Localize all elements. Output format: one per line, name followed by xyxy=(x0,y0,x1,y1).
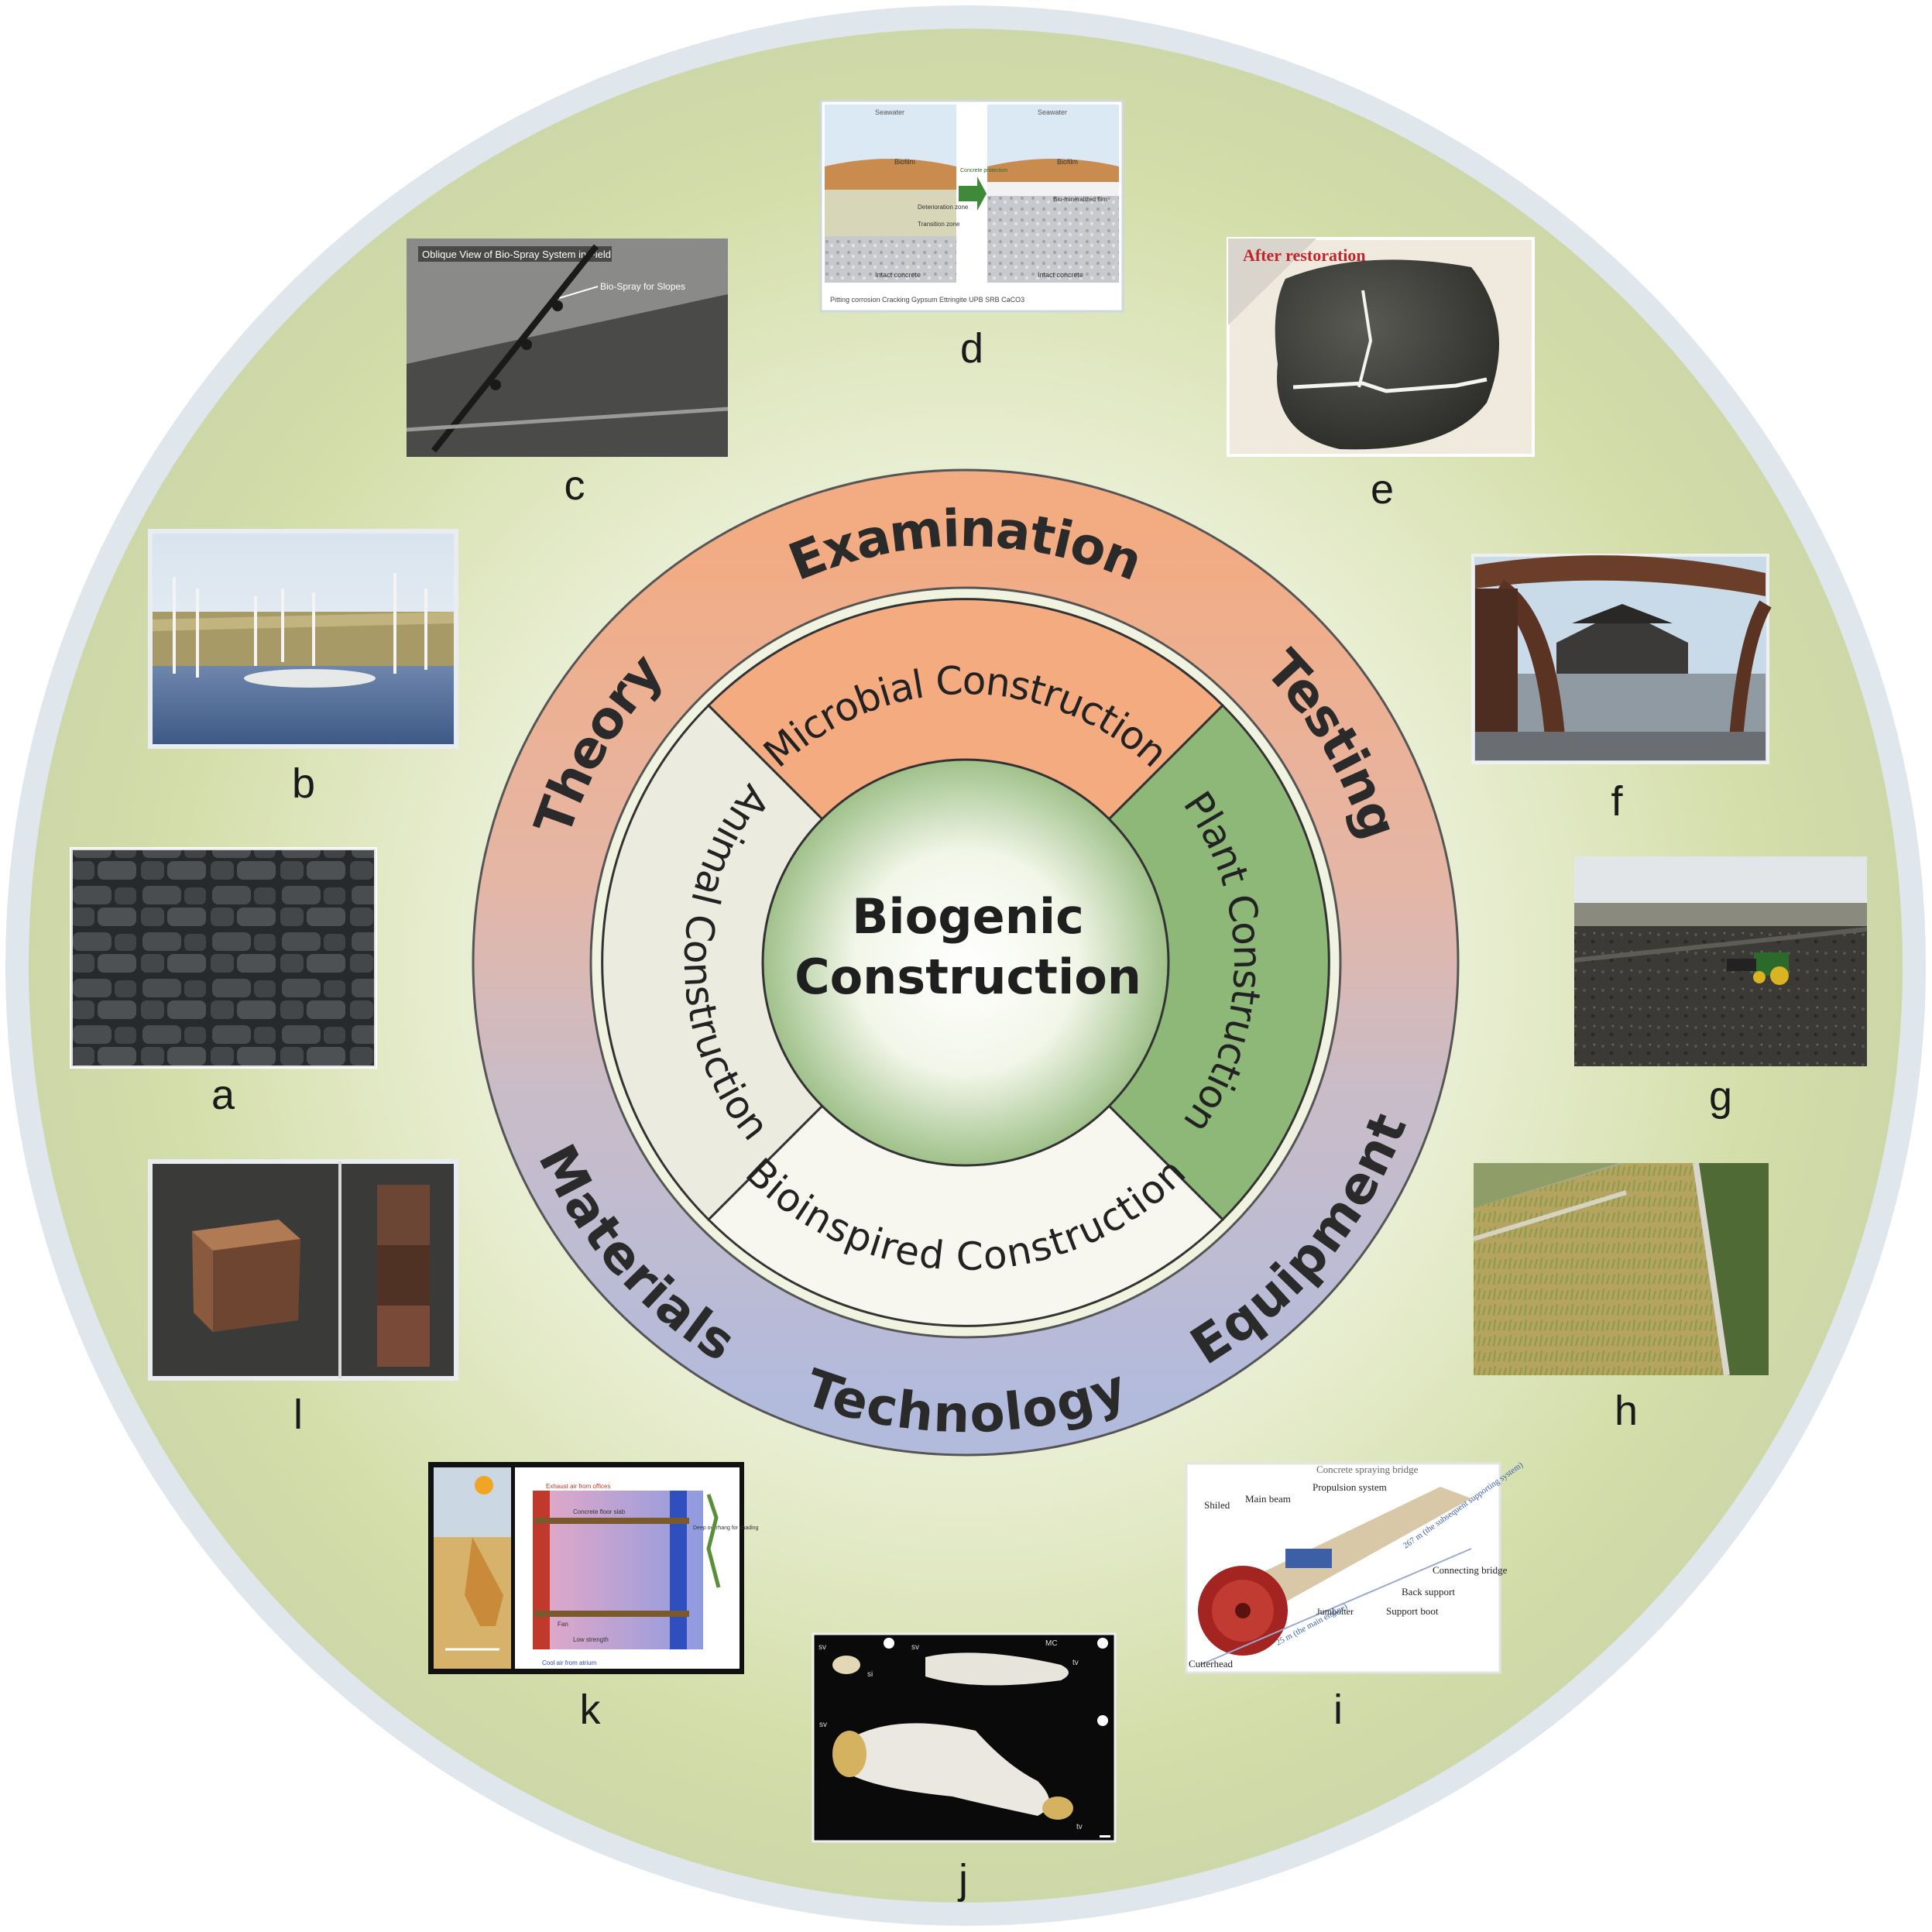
svg-text:Shiled: Shiled xyxy=(1204,1499,1230,1511)
core-title-line2: Construction xyxy=(794,949,1141,1005)
svg-text:Support boot: Support boot xyxy=(1386,1605,1439,1617)
outer-ring-edge xyxy=(472,468,1460,1457)
photo-b-wetland xyxy=(148,529,458,749)
photo-j-specimen: sv sv sv tv tv si MC xyxy=(812,1632,1117,1843)
svg-text:tv: tv xyxy=(1072,1659,1079,1667)
svg-text:Biofilm: Biofilm xyxy=(894,158,915,166)
photo-i-tbm-schematic: Shiled Main beam Propulsion system Concr… xyxy=(1185,1460,1525,1674)
svg-text:Cool air from atrium: Cool air from atrium xyxy=(542,1659,597,1666)
svg-text:Fan: Fan xyxy=(558,1621,568,1628)
photo-l-bricks xyxy=(148,1159,458,1381)
svg-text:Bio-Spray for Slopes: Bio-Spray for Slopes xyxy=(600,281,685,292)
svg-text:Intact concrete: Intact concrete xyxy=(1038,271,1083,279)
photo-label-k: k xyxy=(580,1687,602,1733)
svg-text:MC: MC xyxy=(1045,1639,1058,1648)
photo-f-arch-bridge xyxy=(1471,554,1772,764)
svg-text:Transition zone: Transition zone xyxy=(918,221,960,228)
svg-text:Back support: Back support xyxy=(1402,1586,1455,1597)
svg-text:After restoration: After restoration xyxy=(1243,245,1366,265)
svg-text:Main beam: Main beam xyxy=(1245,1493,1291,1505)
outer-ring xyxy=(473,470,1458,1455)
svg-text:tv: tv xyxy=(1076,1823,1083,1831)
svg-text:Propulsion system: Propulsion system xyxy=(1313,1481,1387,1493)
photo-c-bio-spray: Oblique View of Bio-Spray System in Fiel… xyxy=(406,238,729,457)
svg-text:Cutterhead: Cutterhead xyxy=(1189,1658,1234,1669)
svg-text:sv: sv xyxy=(818,1643,826,1652)
photo-label-i: i xyxy=(1333,1687,1343,1733)
photo-label-j: j xyxy=(957,1856,968,1903)
photo-label-f: f xyxy=(1611,778,1623,825)
svg-text:Exhaust air from offices: Exhaust air from offices xyxy=(546,1483,610,1490)
svg-text:sv: sv xyxy=(819,1721,827,1729)
photo-d-biofilm-diagram: Seawater Seawater Biofilm Biofilm Deteri… xyxy=(819,99,1124,313)
svg-text:Oblique View of Bio-Spray Syst: Oblique View of Bio-Spray System in Fiel… xyxy=(422,249,611,260)
svg-text:Seawater: Seawater xyxy=(1038,108,1067,116)
svg-text:Deep overhang for shading: Deep overhang for shading xyxy=(693,1525,759,1531)
photo-label-l: l xyxy=(293,1392,303,1438)
svg-text:sv: sv xyxy=(911,1643,919,1652)
svg-text:Connecting bridge: Connecting bridge xyxy=(1433,1564,1508,1576)
photo-k-ventilation-diagram: Exhaust air from offices Concrete floor … xyxy=(428,1462,759,1674)
photo-label-d: d xyxy=(960,325,983,372)
core-circle xyxy=(761,758,1170,1167)
photo-label-c: c xyxy=(565,462,585,509)
svg-text:Concrete floor slab: Concrete floor slab xyxy=(573,1508,626,1515)
photo-e-restored-stone: After restoration xyxy=(1227,237,1535,457)
svg-text:Pitting corrosion Cracking G: Pitting corrosion Cracking Gypsum Ettrin… xyxy=(830,296,1024,304)
svg-text:Seawater: Seawater xyxy=(875,108,904,116)
svg-text:Bio-mineralized film: Bio-mineralized film xyxy=(1053,196,1107,203)
svg-text:Concrete spraying bridge: Concrete spraying bridge xyxy=(1316,1464,1419,1475)
svg-text:Biofilm: Biofilm xyxy=(1057,158,1078,166)
photo-label-e: e xyxy=(1371,466,1394,513)
svg-text:si: si xyxy=(867,1670,873,1679)
svg-text:Jumbolter: Jumbolter xyxy=(1316,1606,1354,1617)
svg-text:Low strength: Low strength xyxy=(573,1636,609,1643)
photo-g-tractor-field xyxy=(1573,856,1868,1066)
photo-label-g: g xyxy=(1709,1073,1732,1120)
svg-text:Deterioration zone: Deterioration zone xyxy=(918,204,969,211)
svg-text:Concrete protection: Concrete protection xyxy=(960,168,1007,173)
svg-text:Intact concrete: Intact concrete xyxy=(875,271,921,279)
construction-sectors xyxy=(601,598,1330,1327)
photo-label-b: b xyxy=(292,760,315,807)
photo-label-a: a xyxy=(211,1072,235,1118)
photo-label-h: h xyxy=(1615,1388,1638,1434)
core-title-line1: Biogenic xyxy=(852,888,1084,945)
outer-ring-inner-edge xyxy=(589,586,1342,1339)
photo-h-vegetated-slope xyxy=(1473,1162,1769,1376)
photo-a-stone-wall xyxy=(70,847,377,1069)
